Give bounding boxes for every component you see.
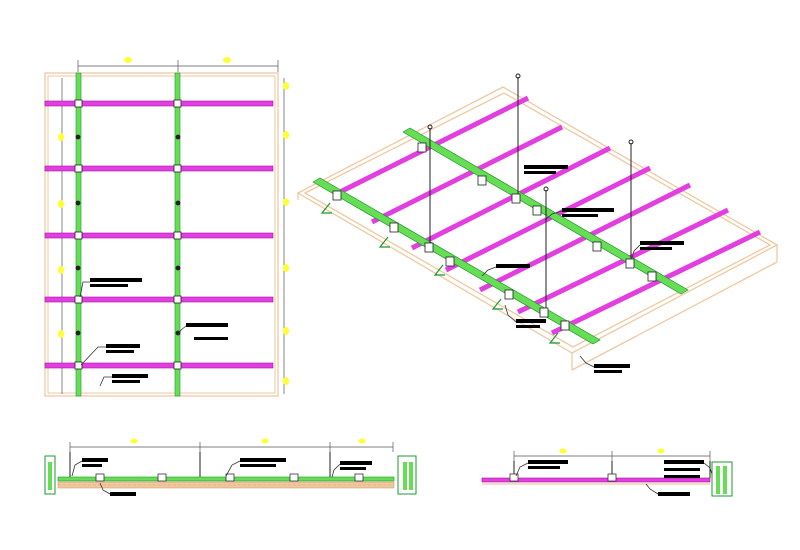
plan-view bbox=[44, 57, 289, 397]
cross-tee bbox=[44, 362, 274, 369]
dimension-bubble bbox=[223, 57, 231, 63]
iso-annotations bbox=[481, 165, 684, 373]
plan-hanger-points bbox=[74, 99, 182, 370]
section-view-long bbox=[44, 438, 417, 496]
main-runner bbox=[312, 177, 601, 345]
iso-perimeter-inner bbox=[303, 92, 772, 348]
cross-tee bbox=[44, 296, 274, 303]
section-view-short bbox=[481, 448, 733, 497]
plan-cross-tees bbox=[44, 100, 274, 369]
cross-tee bbox=[44, 100, 274, 107]
dimension-bubble bbox=[124, 57, 132, 63]
plan-annotations bbox=[79, 278, 228, 387]
iso-clips bbox=[332, 142, 657, 331]
iso-brackets bbox=[320, 202, 560, 344]
isometric-view bbox=[296, 73, 779, 373]
cross-tee bbox=[44, 165, 274, 172]
plan-dimension-top bbox=[77, 57, 279, 72]
plan-dimension-right bbox=[283, 78, 289, 394]
iso-hangers bbox=[427, 73, 634, 310]
cross-tee bbox=[44, 232, 274, 239]
